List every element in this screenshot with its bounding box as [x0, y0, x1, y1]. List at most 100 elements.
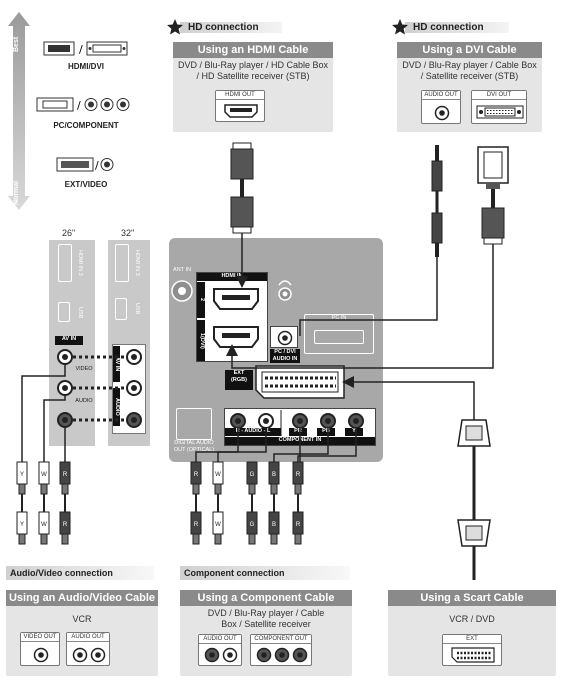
audio-label-32: AUDIO	[113, 388, 120, 426]
dvi-box-desc-1: DVD / Blu-Ray player / Cable Box	[402, 60, 537, 70]
svg-text:/: /	[79, 43, 83, 56]
rca-plug-icon: B	[268, 461, 280, 495]
component-audio-out-label: AUDIO OUT	[199, 635, 241, 644]
scart-cable-box: Using a Scart Cable VCR / DVD EXT	[388, 590, 556, 676]
rca-plug-icon: W	[38, 461, 50, 495]
plug-letter: R	[296, 522, 301, 528]
plug-letter: R	[63, 522, 68, 528]
pr-label: PR	[289, 428, 307, 436]
dvi-cable-box: Using a DVI Cable DVD / Blu-Ray player /…	[397, 42, 542, 132]
scart-ext-label: EXT	[443, 635, 501, 644]
rca-plug-icon: R	[190, 461, 202, 495]
av-jack-audio-l-32	[126, 380, 142, 396]
audio-lr-label: R - AUDIO - L	[225, 428, 281, 436]
rca-plug-icon: R	[292, 511, 304, 545]
usb-label-26: USB	[77, 307, 83, 319]
component-out-label: COMPONENT OUT	[251, 635, 311, 644]
hdmi-box-title: Using an HDMI Cable	[173, 42, 333, 58]
rca-plug-icon: G	[246, 511, 258, 545]
plug-letter: Y	[20, 522, 24, 528]
audio-label-26: AUDIO	[75, 398, 93, 404]
component-box-desc-2: Box / Satellite receiver	[221, 619, 311, 629]
plug-letter: R	[194, 522, 199, 528]
scart-cable	[342, 376, 491, 580]
hdmi-cable	[230, 142, 254, 288]
dvi-port-icon	[476, 105, 524, 119]
rca-plug-icon: B	[268, 511, 280, 545]
rca-plug-icon: G	[246, 461, 258, 495]
rca-plug-icon: R	[190, 511, 202, 545]
hdmi-in-3-port-26	[58, 244, 72, 282]
component-cables	[195, 428, 357, 462]
av-jack-audio-l-26	[57, 380, 73, 396]
digital-audio-out-label: DIGITAL AUDIO OUT (OPTICAL)	[173, 440, 215, 453]
legend-pc-component-label: PC/COMPONENT	[53, 121, 119, 130]
hdmi-in-3-label-26: HDMI IN 3	[77, 250, 83, 276]
rca-plug-icon: W	[212, 511, 224, 545]
av-jack-audio-r-32	[126, 412, 142, 428]
pc-in-label: PC IN	[331, 315, 347, 321]
pc-dvi-audio-in-port	[270, 326, 298, 348]
rca-plug-icon: R	[292, 461, 304, 495]
component-audio-out-port: AUDIO OUT	[198, 634, 242, 666]
rca-jacks-icon	[204, 647, 238, 663]
component-jacks-icon	[256, 647, 308, 663]
usb-port-26	[58, 302, 70, 322]
headphone-port-icon	[278, 280, 292, 301]
plug-letter: Y	[20, 472, 24, 478]
usb-label-32: USB	[134, 303, 140, 315]
hdmi-in-label: HDMI IN	[197, 273, 267, 281]
pb-label: PB	[317, 428, 335, 436]
plug-letter: G	[250, 472, 255, 478]
av-cable-box: Using an Audio/Video Cable VCR VIDEO OUT…	[6, 590, 158, 676]
hdmi-dvi-legend-icon: /	[43, 41, 128, 56]
hdmi-box-desc-2: / HD Satellite receiver (STB)	[196, 71, 310, 81]
quality-arrow-icon	[8, 12, 30, 210]
usb-port-32	[115, 298, 127, 320]
av-jack-video-32	[126, 349, 142, 365]
rca-plug-icon: R	[59, 511, 71, 545]
dvi-audio-cable	[299, 145, 443, 336]
legend-hdmi-dvi-label: HDMI/DVI	[68, 62, 104, 71]
audio-jack-icon	[434, 105, 450, 121]
pc-component-legend-icon: /	[36, 97, 130, 112]
scart-box-desc: VCR / DVD	[449, 614, 495, 624]
svg-text:/: /	[95, 159, 99, 172]
plug-letter: B	[272, 522, 276, 528]
av-in-label-32: AV IN	[113, 346, 120, 382]
av-cables	[21, 364, 66, 462]
video-label-26: VIDEO	[75, 366, 93, 372]
dvi-out-port: DVI OUT	[471, 90, 527, 124]
plug-letter: G	[250, 522, 255, 528]
scart-box-title: Using a Scart Cable	[388, 590, 556, 606]
ext-video-legend-icon: /	[56, 157, 114, 172]
hdmi-out-port: HDMI OUT	[215, 90, 265, 122]
component-connection-section: Component connection	[180, 566, 350, 580]
rca-plug-icon: Y	[16, 511, 28, 545]
pc-dvi-audio-in-label: PC / DVI AUDIO IN	[270, 349, 300, 363]
component-box-desc-1: DVD / Blu-Ray player / Cable	[207, 608, 325, 618]
plug-letter: R	[296, 472, 301, 478]
component-box-title: Using a Component Cable	[180, 590, 352, 606]
component-cable-box: Using a Component Cable DVD / Blu-Ray pl…	[180, 590, 352, 676]
dvi-hdmi-cable	[226, 146, 509, 369]
dvi-box-title: Using a DVI Cable	[397, 42, 542, 58]
component-jacks-icon	[230, 410, 364, 436]
component-out-port: COMPONENT OUT	[250, 634, 312, 666]
plug-letter: W	[215, 472, 221, 478]
plug-letter: B	[272, 472, 276, 478]
audio-jack-icon	[277, 330, 293, 346]
ext-rgb-label: EXT (RGB)	[225, 370, 253, 390]
hdmi-port-icon	[224, 104, 258, 118]
rca-plug-icon: Y	[16, 461, 28, 495]
video-out-label: VIDEO OUT	[21, 633, 59, 642]
svg-text:/: /	[77, 99, 81, 112]
rca-plug-icon: R	[59, 461, 71, 495]
digital-audio-out-port	[176, 408, 212, 440]
star-icon	[167, 19, 183, 35]
hdmi-out-label: HDMI OUT	[216, 91, 264, 100]
